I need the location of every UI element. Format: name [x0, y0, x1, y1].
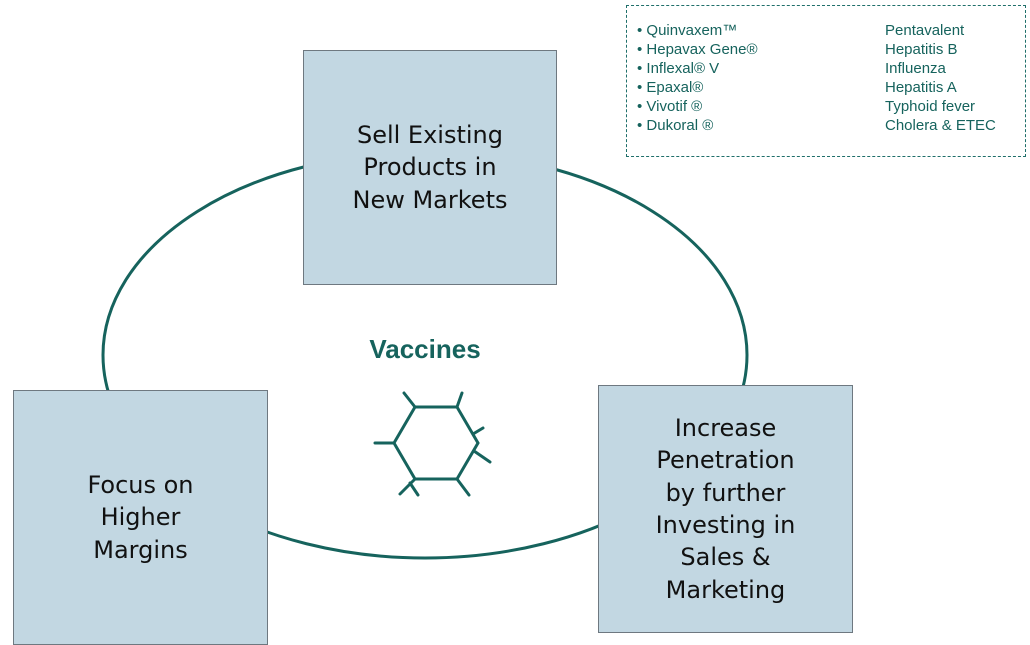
product-legend: • Quinvaxem™ Pentavalent • Hepavax Gene®… [626, 5, 1026, 157]
product-name: • Quinvaxem™ [637, 22, 738, 39]
product-name: • Epaxal® [637, 79, 704, 96]
product-type: Pentavalent [885, 22, 965, 39]
legend-row: • Hepavax Gene® Hepatitis B [637, 41, 1022, 60]
product-name: • Dukoral ® [637, 117, 714, 134]
legend-row: • Quinvaxem™ Pentavalent [637, 22, 1022, 41]
product-type: Influenza [885, 60, 946, 77]
product-type: Hepatitis B [885, 41, 958, 58]
product-type: Cholera & ETEC [885, 117, 996, 134]
legend-row: • Dukoral ® Cholera & ETEC [637, 117, 1022, 136]
legend-row: • Vivotif ® Typhoid fever [637, 98, 1022, 117]
focus-higher-margins-box: Focus on Higher Margins [13, 390, 268, 645]
molecule-icon [373, 391, 492, 497]
legend-row: • Inflexal® V Influenza [637, 60, 1022, 79]
increase-penetration-box: Increase Penetration by further Investin… [598, 385, 853, 633]
product-name: • Vivotif ® [637, 98, 703, 115]
product-type: Typhoid fever [885, 98, 976, 115]
product-type: Hepatitis A [885, 79, 957, 96]
sell-existing-products-box: Sell Existing Products in New Markets [303, 50, 557, 285]
product-name: • Inflexal® V [637, 60, 720, 77]
product-name: • Hepavax Gene® [637, 41, 758, 58]
center-title: Vaccines [369, 334, 481, 364]
legend-row: • Epaxal® Hepatitis A [637, 79, 1022, 98]
